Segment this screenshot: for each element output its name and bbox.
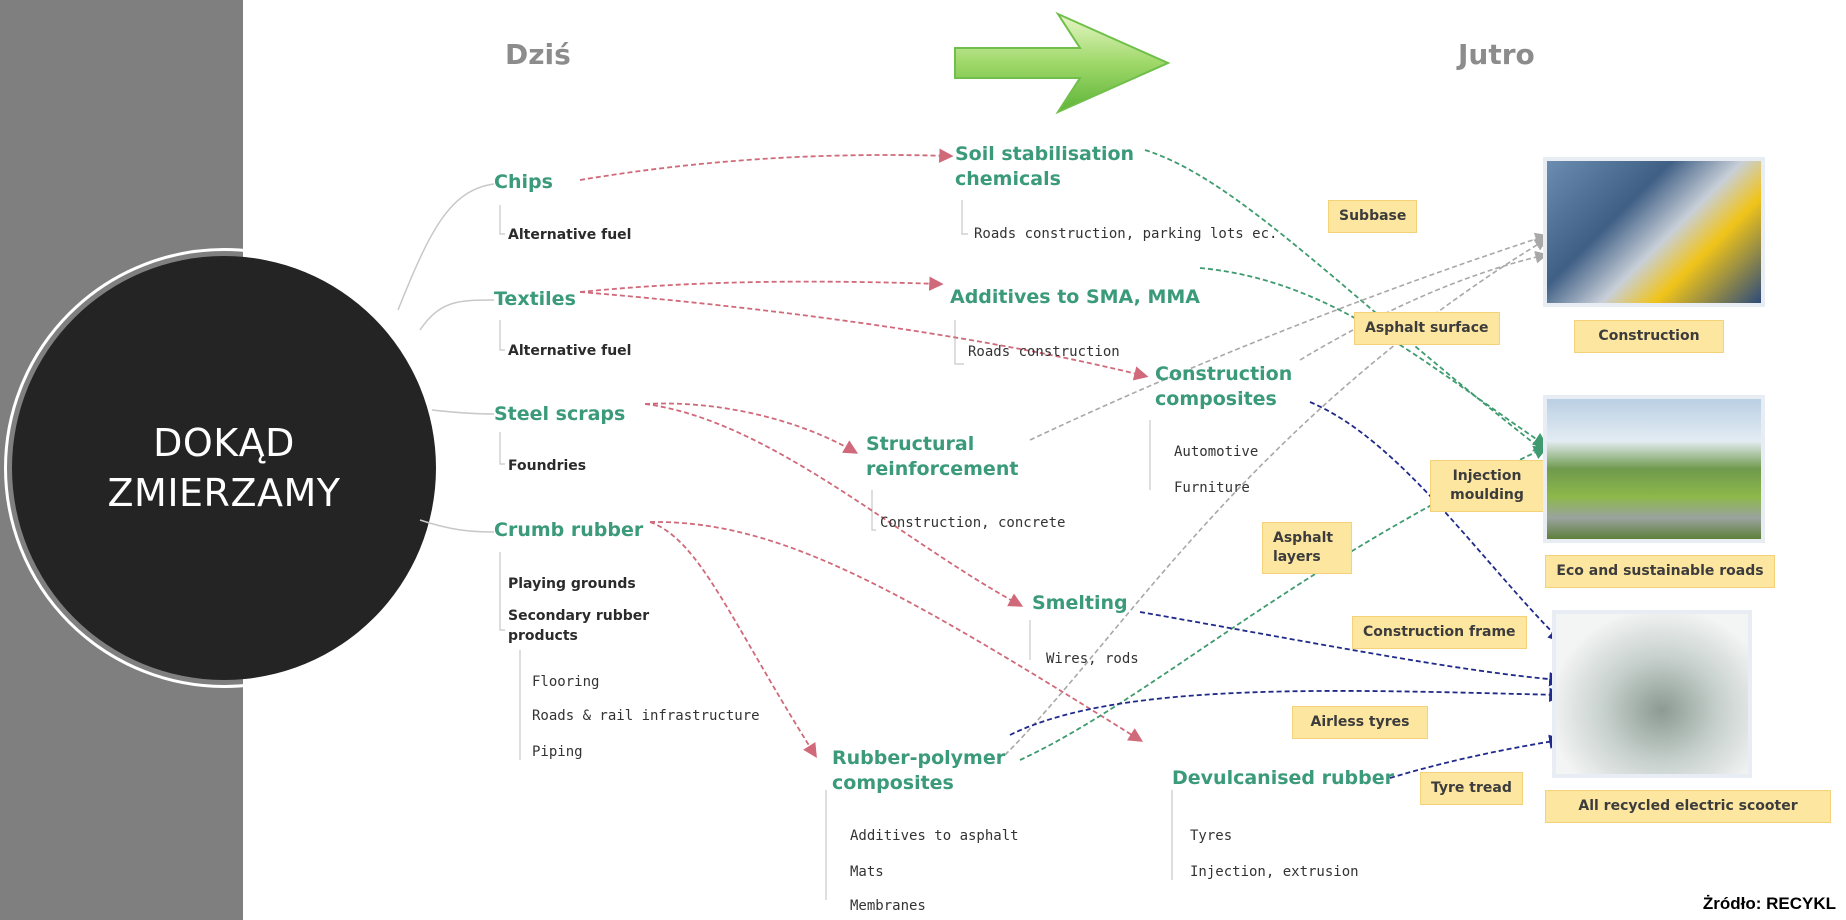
source-credit: Żródło: RECYKL: [1702, 894, 1836, 913]
sub-roads-rail: Roads & rail infrastructure: [532, 708, 760, 724]
construction-image: [1543, 157, 1765, 307]
node-crumb-rubber: Crumb rubber: [494, 519, 644, 541]
callout-subbase: Subbase: [1328, 200, 1418, 233]
node-construction-composites: Construction composites: [1155, 363, 1293, 410]
header-tomorrow: Jutro: [1458, 38, 1535, 71]
callout-construction-frame: Construction frame: [1352, 616, 1527, 649]
node-textiles: Textiles: [494, 288, 576, 310]
node-additives-sma: Additives to SMA, MMA: [950, 286, 1200, 308]
node-smelting: Smelting: [1032, 592, 1128, 614]
sub-furniture: Furniture: [1174, 480, 1250, 496]
callout-asphalt-layers: Asphalt layers: [1262, 522, 1352, 574]
outcome-eco-roads: Eco and sustainable roads: [1545, 555, 1775, 588]
header-today: Dziś: [505, 38, 571, 71]
node-rubber-polymer: Rubber-polymer composites: [832, 747, 1006, 794]
title-circle-ring: [4, 248, 444, 688]
sub-mats: Mats: [850, 864, 884, 880]
sub-tyres: Tyres: [1190, 828, 1233, 844]
title-line-2: ZMIERZAMY: [107, 471, 341, 515]
sub-foundries: Foundries: [508, 458, 587, 474]
sub-chips-fuel: Alternative fuel: [508, 227, 632, 243]
outcome-construction: Construction: [1574, 320, 1724, 353]
title-circle: DOKĄD ZMIERZAMY: [12, 256, 436, 680]
node-devulcanised-rubber: Devulcanised rubber: [1172, 767, 1394, 789]
sub-additives-asphalt: Additives to asphalt: [850, 828, 1019, 844]
scooter-image: [1552, 610, 1752, 778]
roads-image: [1543, 395, 1765, 543]
node-structural-reinforcement: Structural reinforcement: [866, 433, 1019, 480]
sub-roads-construction: Roads construction: [968, 344, 1120, 360]
sub-membranes: Membranes: [850, 898, 926, 914]
title-line-1: DOKĄD: [153, 421, 295, 465]
sub-automotive: Automotive: [1174, 444, 1259, 460]
sub-injection-extrusion: Injection, extrusion: [1190, 864, 1359, 880]
sub-flooring: Flooring: [532, 674, 600, 690]
callout-injection-moulding: Injection moulding: [1430, 460, 1544, 512]
sub-playing-grounds: Playing grounds: [508, 576, 636, 592]
sub-construction-concrete: Construction, concrete: [880, 515, 1066, 531]
callout-asphalt-surface: Asphalt surface: [1354, 312, 1500, 345]
callout-tyre-tread: Tyre tread: [1420, 772, 1523, 805]
node-steel-scraps: Steel scraps: [494, 403, 626, 425]
outcome-electric-scooter: All recycled electric scooter: [1545, 790, 1831, 823]
sub-wires-rods: Wires, rods: [1046, 651, 1139, 667]
node-chips: Chips: [494, 171, 553, 193]
right-arrow-icon: [954, 11, 1171, 115]
sub-piping: Piping: [532, 744, 583, 760]
sub-secondary-rubber: Secondary rubber products: [508, 608, 650, 644]
node-soil-stabilisation: Soil stabilisation chemicals: [955, 143, 1135, 190]
callout-airless-tyres: Airless tyres: [1292, 706, 1428, 739]
sub-roads-parking: Roads construction, parking lots ec.: [974, 226, 1278, 242]
sub-textiles-fuel: Alternative fuel: [508, 343, 632, 359]
